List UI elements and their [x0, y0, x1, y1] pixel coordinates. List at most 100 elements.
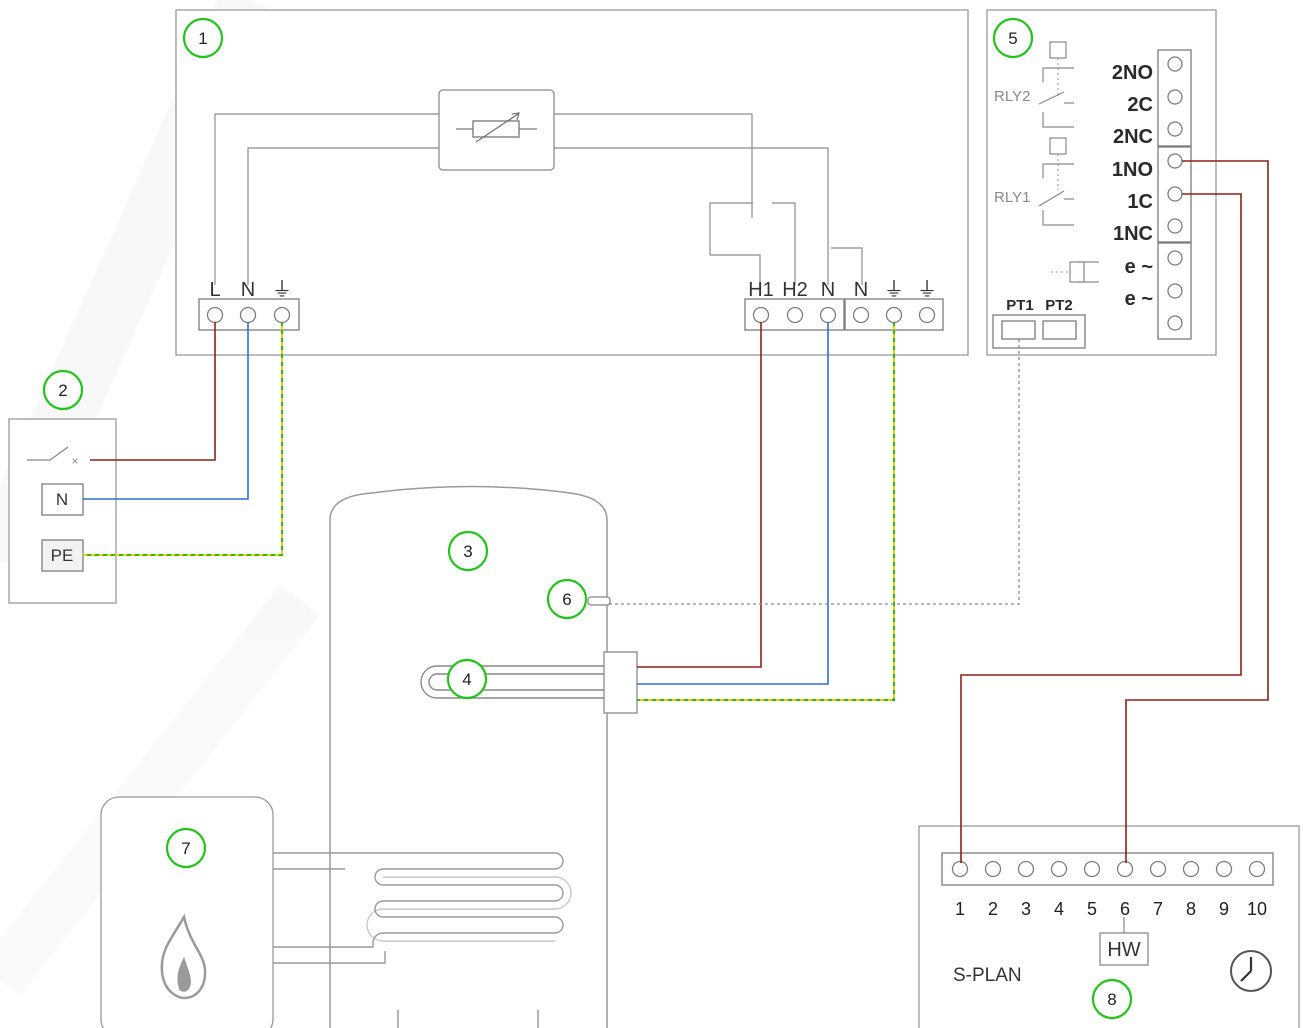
terminal-screw[interactable] — [885, 306, 903, 324]
terminal-label-2nc: 2NC — [1113, 126, 1153, 148]
programmer-terminal-screw[interactable] — [1182, 860, 1200, 878]
terminal-screw[interactable] — [1167, 121, 1183, 137]
badge-3: 3 — [447, 530, 489, 572]
programmer-terminal-screw[interactable] — [1017, 860, 1035, 878]
terminal-label-n: N — [241, 279, 255, 301]
relay-2-label: RLY2 — [994, 88, 1030, 105]
terminal-screw[interactable] — [206, 306, 224, 324]
cylinder-outline — [329, 485, 608, 1028]
hw-box — [1099, 932, 1149, 966]
programmer-terminal-number: 6 — [1120, 899, 1130, 919]
badge-3-text: 3 — [463, 542, 472, 561]
relay-1-label: RLY1 — [994, 189, 1030, 206]
sensor-cable — [610, 339, 1020, 605]
badge-1: 1 — [182, 17, 224, 59]
probe-label-pt2: PT2 — [1045, 297, 1073, 314]
terminal-label-coil: e ~ — [1125, 256, 1153, 278]
programmer-terminal-number: 7 — [1153, 899, 1163, 919]
terminal-label-n: N — [821, 279, 835, 301]
terminal-screw[interactable] — [1167, 56, 1183, 72]
probe-socket-pt1[interactable] — [1001, 320, 1036, 340]
heating-coil — [270, 852, 572, 964]
programmer-terminal-screw[interactable] — [1215, 860, 1233, 878]
programmer-terminal-screw[interactable] — [1050, 860, 1068, 878]
terminal-label-coil: e ~ — [1125, 288, 1153, 310]
clock-icon — [1230, 950, 1272, 992]
relay-coil-symbol — [1051, 261, 1099, 283]
probe-connectors: PT1 PT2 — [992, 297, 1086, 349]
terminal-screw[interactable] — [852, 306, 870, 324]
earth-supply-wire — [83, 322, 283, 556]
svg-text:×: × — [71, 454, 78, 468]
relay-1-symbol: RLY1 — [994, 137, 1074, 226]
terminal-screw[interactable] — [273, 306, 291, 324]
probe-label-pt1: PT1 — [1006, 297, 1034, 314]
programmer-terminal-number: 2 — [988, 899, 998, 919]
terminal-label-earth: ⏚ — [917, 279, 937, 301]
wiring — [83, 160, 1269, 863]
relay-1c-wire — [960, 193, 1242, 863]
terminal-screw[interactable] — [819, 306, 837, 324]
live-supply-wire — [90, 322, 216, 461]
programmer-terminal-screw[interactable] — [1248, 860, 1266, 878]
supply-terminal-block: L N ⏚ — [198, 279, 300, 331]
relay-1no-wire — [1125, 160, 1269, 863]
programmer-terminal-screw[interactable] — [1149, 860, 1167, 878]
terminal-screw[interactable] — [1167, 218, 1183, 234]
badge-7: 7 — [165, 827, 207, 869]
s-plan-label: S-PLAN — [953, 965, 1022, 986]
terminal-screw[interactable] — [1167, 315, 1183, 331]
terminal-label-2c: 2C — [1127, 94, 1153, 116]
badge-4: 4 — [446, 658, 488, 700]
flame-icon — [160, 913, 207, 1000]
terminal-label-1no: 1NO — [1112, 159, 1153, 181]
programmer-terminal-screw[interactable] — [984, 860, 1002, 878]
programmer-terminal-screw[interactable] — [951, 860, 969, 878]
terminal-screw[interactable] — [1167, 250, 1183, 266]
element-neutral-wire — [637, 322, 829, 685]
element-earth-wire — [637, 322, 895, 701]
relay-2-symbol: RLY2 — [994, 41, 1074, 128]
programmer-terminal-screw[interactable] — [1116, 860, 1134, 878]
programmer-terminal-number: 3 — [1021, 899, 1031, 919]
earth-terminal[interactable] — [41, 539, 84, 572]
boiler-unit — [100, 796, 274, 1028]
badge-6-text: 6 — [562, 590, 571, 609]
programmer-terminal-number: 4 — [1054, 899, 1064, 919]
badge-5-text: 5 — [1008, 29, 1017, 48]
terminal-screw[interactable] — [239, 306, 257, 324]
terminal-label-l: L — [209, 279, 220, 301]
isolator-switch-box: × N PE — [8, 418, 117, 604]
programmer-terminal-number: 10 — [1247, 899, 1267, 919]
hot-water-cylinder — [270, 485, 638, 1028]
terminal-screw[interactable] — [1167, 283, 1183, 299]
terminal-screw[interactable] — [786, 306, 804, 324]
variable-resistor-icon — [456, 112, 537, 143]
neutral-terminal[interactable] — [41, 483, 84, 516]
terminal-label-h1: H1 — [748, 279, 774, 301]
programmer-terminal-number: 8 — [1186, 899, 1196, 919]
probe-socket-pt2[interactable] — [1042, 320, 1077, 340]
terminal-label-earth: ⏚ — [884, 279, 904, 301]
programmer-terminal-number: 9 — [1219, 899, 1229, 919]
hw-label: HW — [1107, 939, 1140, 961]
terminal-screw[interactable] — [752, 306, 770, 324]
badge-5: 5 — [992, 17, 1034, 59]
terminal-label-1c: 1C — [1127, 191, 1153, 213]
neutral-supply-wire — [83, 322, 249, 500]
terminal-screw[interactable] — [1167, 186, 1183, 202]
terminal-screw[interactable] — [918, 306, 936, 324]
terminal-label-2no: 2NO — [1112, 62, 1153, 84]
element-live-wire — [637, 322, 762, 668]
controller-unit: L N ⏚ H1 H2 N N ⏚ ⏚ — [175, 9, 969, 356]
programmer-terminal-screw[interactable] — [1083, 860, 1101, 878]
terminal-screw[interactable] — [1167, 89, 1183, 105]
terminal-screw[interactable] — [1167, 153, 1183, 169]
terminal-label-earth: ⏚ — [272, 279, 292, 301]
badge-6: 6 — [546, 578, 588, 620]
badge-8: 8 — [1091, 978, 1133, 1020]
terminal-label-h2: H2 — [782, 279, 808, 301]
earth-terminal-label: PE — [51, 546, 74, 565]
